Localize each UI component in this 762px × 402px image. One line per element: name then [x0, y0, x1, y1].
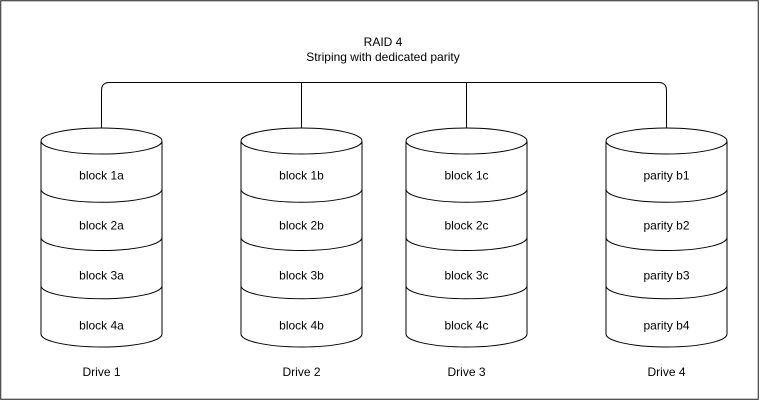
block-label: block 1c	[444, 169, 488, 183]
block-divider	[605, 237, 728, 251]
block-label: block 1b	[279, 169, 324, 183]
cylinder-top-ellipse	[405, 127, 528, 155]
bus-connector	[101, 82, 667, 129]
drive-1-cylinder	[40, 127, 163, 348]
block-divider	[240, 285, 363, 300]
diagram-title: RAID 4	[364, 35, 403, 49]
drive-1: block 1a block 2a block 3a block 4a Driv…	[40, 127, 163, 379]
block-divider	[605, 285, 728, 300]
block-label: block 4a	[79, 319, 124, 333]
block-label: block 3b	[279, 269, 324, 283]
block-label: parity b4	[643, 319, 689, 333]
block-divider	[405, 189, 528, 203]
block-divider	[240, 189, 363, 203]
block-label: block 4b	[279, 319, 324, 333]
drive-2: block 1b block 2b block 3b block 4b Driv…	[240, 127, 363, 379]
drive-4-cylinder	[605, 127, 728, 348]
cylinder-body	[405, 141, 528, 348]
block-label: block 2b	[279, 219, 324, 233]
cylinder-top-ellipse	[605, 127, 728, 155]
cylinder-body	[605, 141, 728, 348]
cylinder-body	[40, 141, 163, 348]
drive-3-cylinder	[405, 127, 528, 348]
block-label: block 3a	[79, 269, 124, 283]
bus-connector-line	[101, 82, 667, 129]
drive-label: Drive 2	[282, 365, 320, 379]
block-label: block 2c	[444, 219, 488, 233]
cylinder-body	[240, 141, 363, 348]
block-label: parity b1	[643, 169, 689, 183]
block-label: block 3c	[444, 269, 488, 283]
drive-label: Drive 1	[82, 365, 120, 379]
block-divider	[40, 285, 163, 300]
cylinder-top-ellipse	[40, 127, 163, 155]
block-divider	[405, 285, 528, 300]
block-divider	[240, 237, 363, 251]
block-label: block 4c	[444, 319, 488, 333]
drive-2-cylinder	[240, 127, 363, 348]
cylinder-top-ellipse	[240, 127, 363, 155]
block-divider	[605, 189, 728, 203]
block-label: block 2a	[79, 219, 124, 233]
drive-label: Drive 3	[447, 365, 485, 379]
block-label: parity b3	[643, 269, 689, 283]
drive-label: Drive 4	[647, 365, 685, 379]
drive-4: parity b1 parity b2 parity b3 parity b4 …	[605, 127, 728, 379]
block-divider	[40, 237, 163, 251]
block-divider	[40, 189, 163, 203]
diagram-subtitle: Striping with dedicated parity	[306, 50, 459, 64]
block-divider	[405, 237, 528, 251]
drive-3: block 1c block 2c block 3c block 4c Driv…	[405, 127, 528, 379]
block-label: block 1a	[79, 169, 124, 183]
block-label: parity b2	[643, 219, 689, 233]
